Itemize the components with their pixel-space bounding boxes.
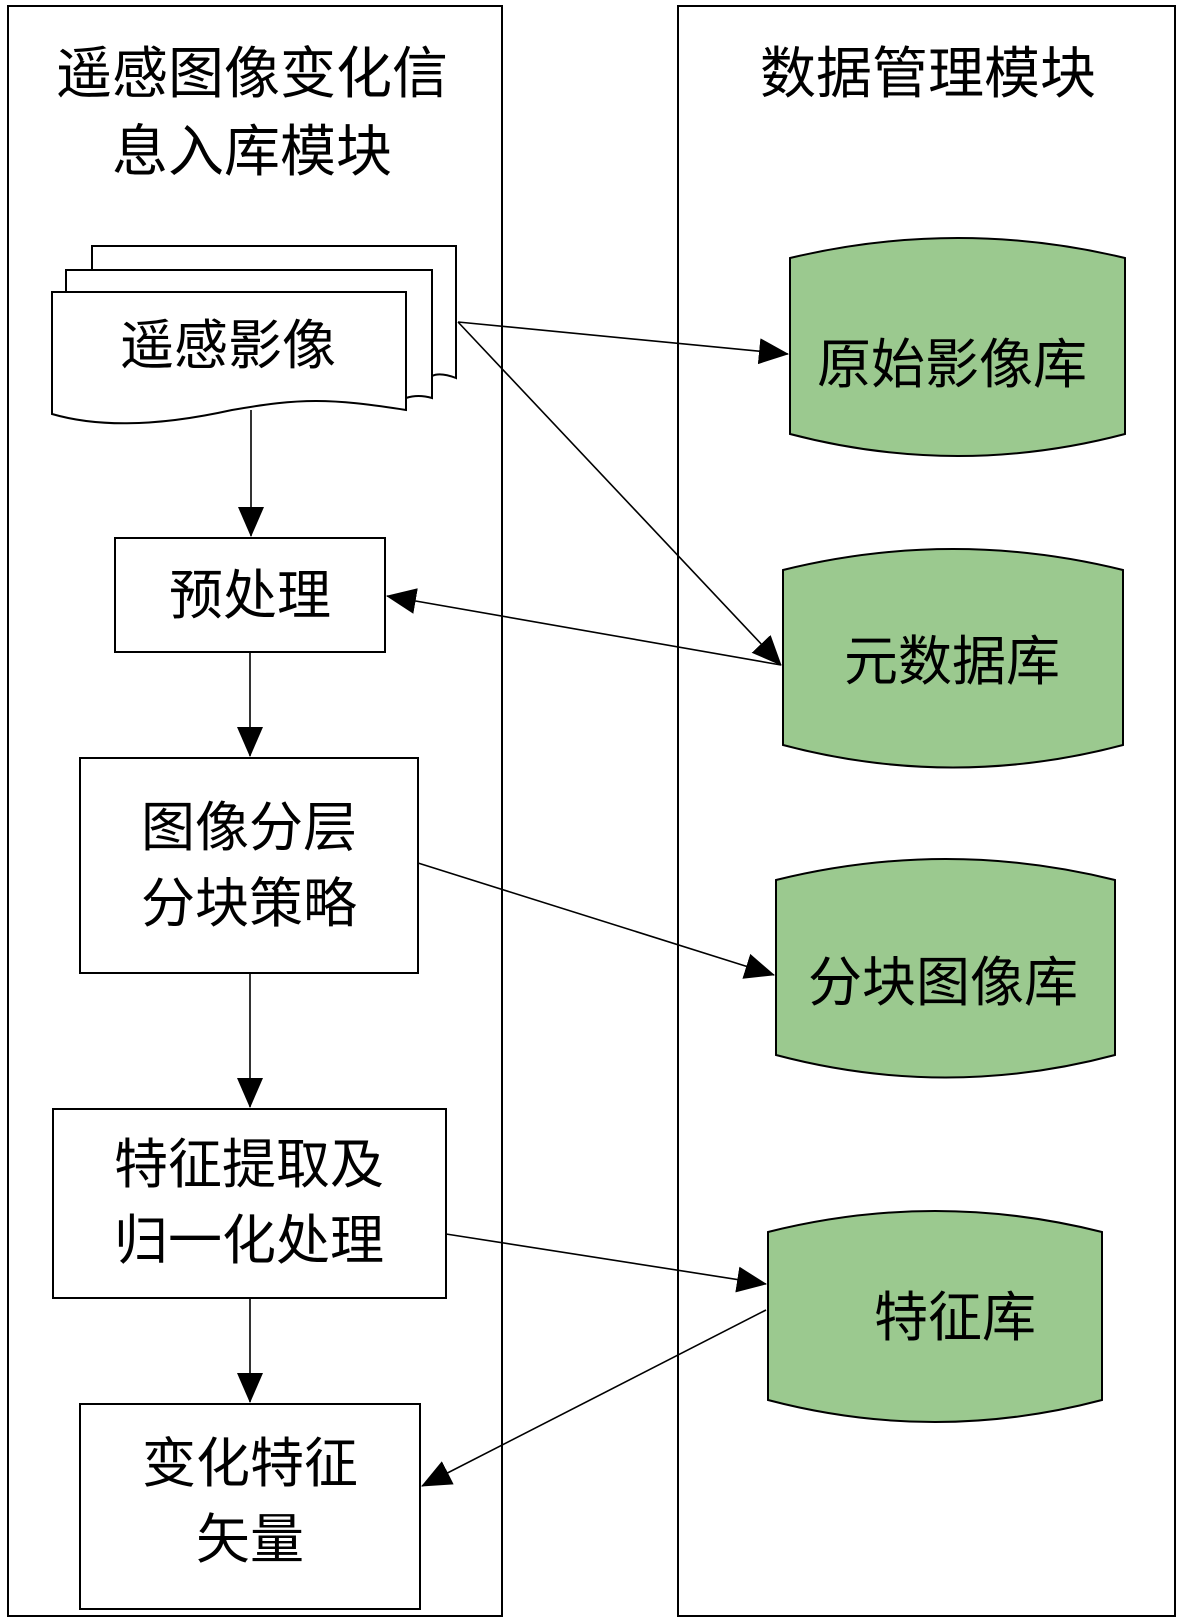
node-change-vector: 变化特征 矢量 xyxy=(79,1403,421,1610)
node-remote-images: 遥感影像 xyxy=(51,245,457,425)
edge-meta-db-to-preprocess xyxy=(386,588,782,666)
lane-right-title: 数据管理模块 xyxy=(760,42,1096,107)
db-tiles-label: 分块图像库 xyxy=(808,951,1078,1014)
db-metadata-label: 元数据库 xyxy=(844,630,1060,693)
edge-images-to-meta-db xyxy=(457,321,782,666)
lane-left-title-line-2: 息入库模块 xyxy=(112,120,392,185)
db-features-label: 特征库 xyxy=(874,1286,1036,1349)
node-change-vector-label-line-1: 变化特征 xyxy=(142,1432,358,1495)
node-features-label-line-2: 归一化处理 xyxy=(114,1209,384,1272)
node-features-label-line-1: 特征提取及 xyxy=(114,1133,384,1196)
edge-features-to-feature-db xyxy=(445,1233,767,1293)
edge-feature-db-to-change-vector xyxy=(421,1309,767,1487)
db-raw-images: 原始影像库 xyxy=(789,237,1126,457)
node-remote-images-label: 遥感影像 xyxy=(120,314,336,377)
db-metadata: 元数据库 xyxy=(782,548,1124,769)
node-layering-label-line-1: 图像分层 xyxy=(141,796,357,859)
node-preprocess: 预处理 xyxy=(114,537,386,653)
node-features: 特征提取及 归一化处理 xyxy=(52,1108,447,1299)
db-raw-images-label: 原始影像库 xyxy=(817,333,1087,396)
db-tiles: 分块图像库 xyxy=(775,858,1116,1079)
lane-left-title-line-1: 遥感图像变化信 xyxy=(56,42,448,107)
edge-layering-to-tile-db xyxy=(417,862,775,979)
node-preprocess-label: 预处理 xyxy=(169,564,331,627)
edge-images-to-raw-db xyxy=(457,321,789,365)
node-change-vector-label-line-2: 矢量 xyxy=(196,1508,304,1571)
node-layering-label-line-2: 分块策略 xyxy=(141,872,357,935)
db-features: 特征库 xyxy=(767,1210,1103,1423)
lane-right xyxy=(677,5,1176,1617)
lane-left xyxy=(7,5,503,1617)
node-layering: 图像分层 分块策略 xyxy=(79,757,419,974)
